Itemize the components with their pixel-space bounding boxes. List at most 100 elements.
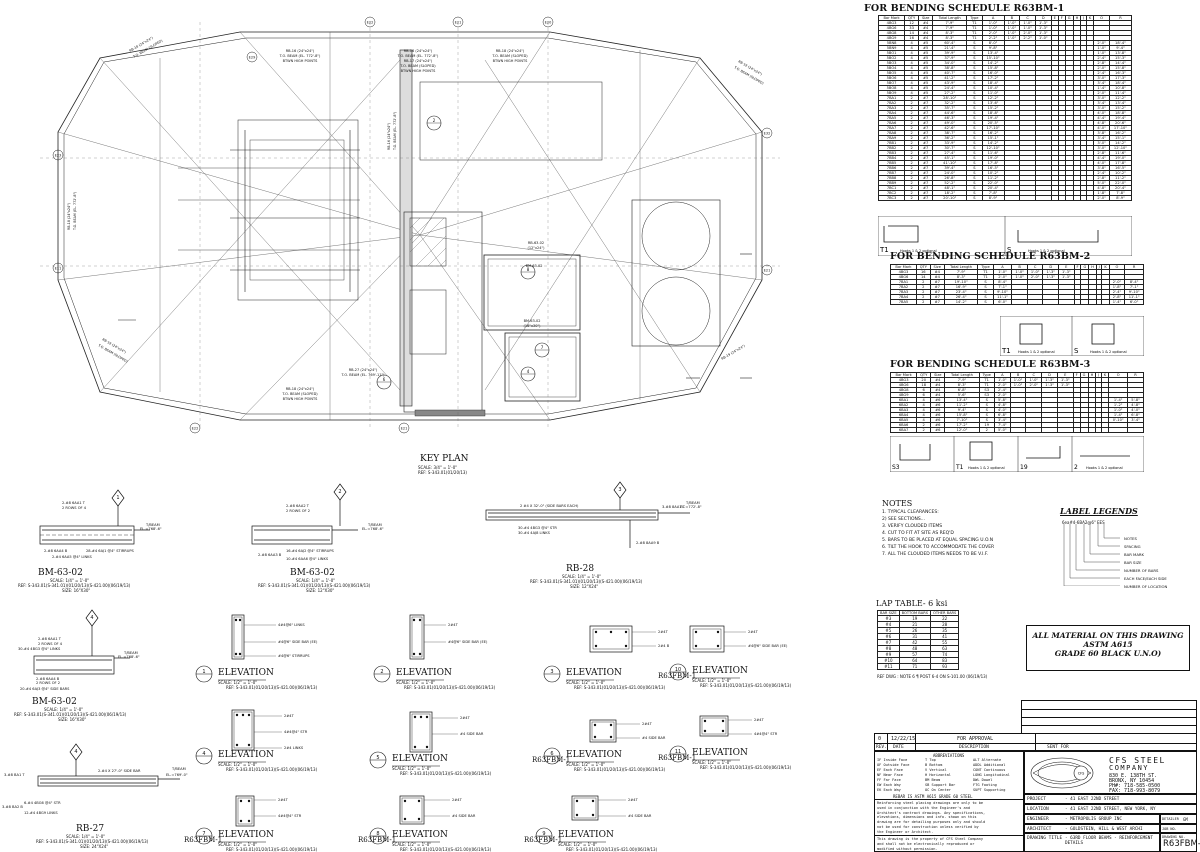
abbrev-cell: SB Support Bar <box>925 783 956 787</box>
schedule-cell <box>1041 427 1058 433</box>
elevation-title: ELEVATION <box>218 750 274 760</box>
svg-text:(16"x30"): (16"x30") <box>524 324 542 328</box>
abbrev-cell: V Vertical <box>925 768 947 772</box>
key-plan-title: KEY PLAN <box>420 454 469 464</box>
svg-text:7: 7 <box>541 345 544 350</box>
grid-bubble <box>452 16 464 28</box>
svg-text:2-#8 6AA1 T: 2-#8 6AA1 T <box>38 637 62 641</box>
elevation-sheet: R63FBM-1 <box>358 836 397 844</box>
detailer-cell: DETAILER GM <box>1160 814 1197 824</box>
schedule-cell <box>1072 427 1081 433</box>
grid-bubble <box>52 149 64 161</box>
svg-text:2 #4 X 32'-0" (SIDE BARS EACH): 2 #4 X 32'-0" (SIDE BARS EACH) <box>520 504 579 508</box>
schedule-cell: 6'-0" <box>992 299 1013 305</box>
section-view <box>409 711 433 753</box>
schedule-cell: 20'-10" <box>932 195 968 201</box>
shape-note: Hooks 1 & 2 optional <box>900 249 937 253</box>
svg-text:2#4T: 2#4T <box>754 718 765 722</box>
svg-text:2-#4 6AA5 @4" LINKS: 2-#4 6AA5 @4" LINKS <box>52 555 93 559</box>
svg-text:12-#4 4BG9 LINKS: 12-#4 4BG9 LINKS <box>24 811 58 815</box>
svg-text:4#4@4" STR: 4#4@4" STR <box>754 732 778 736</box>
svg-text:3: 3 <box>550 669 553 675</box>
elevation-scale: SCALE: 1/2" = 1'-0" <box>392 842 432 847</box>
abbrev-cell: ALT Alternate <box>973 758 1002 762</box>
svg-text:20-#4 6AJ3 @4" SIDE BARS: 20-#4 6AJ3 @4" SIDE BARS <box>20 687 70 691</box>
job-no-cell: JOB NO. <box>1160 824 1197 833</box>
svg-text:4: 4 <box>527 369 530 374</box>
svg-text:#4@6" SIDE BAR (EE): #4@6" SIDE BAR (EE) <box>448 640 488 644</box>
note-item: 6. TILT THE HOOK TO ACCOMMODATE THE COVE… <box>882 545 995 550</box>
svg-text:1: 1 <box>116 495 119 501</box>
svg-text:EL.=768'-6": EL.=768'-6" <box>140 527 162 531</box>
svg-text:8: 8 <box>527 267 530 272</box>
abbrev-cell: FF Far Face <box>877 778 901 782</box>
title-field-value: - GOLDSTEIN, HILL & WEST ARCHI <box>1065 827 1143 832</box>
svg-text:RB-27 (24"x24"): RB-27 (24"x24") <box>349 368 378 372</box>
svg-text:T.O. BEAM (EL. 772'-8"): T.O. BEAM (EL. 772'-8") <box>73 192 77 231</box>
svg-text:2: 2 <box>380 669 383 675</box>
abbrev-cell: B Bottom <box>925 763 943 767</box>
detail-size: SIZE: 12"X30" <box>306 588 335 593</box>
schedule-cell <box>1050 195 1059 201</box>
shape-s-icon <box>1091 323 1115 345</box>
svg-text:EL.=772'-8": EL.=772'-8" <box>680 505 702 509</box>
schedule-cell <box>1058 299 1075 305</box>
svg-text:T/BEAM: T/BEAM <box>123 651 138 655</box>
schedule-cell <box>1072 195 1082 201</box>
grid-label: E20 <box>545 20 552 24</box>
note-item: 7. ALL THE CLOUDED ITEMS NEEDS TO BE V.I… <box>882 552 989 557</box>
svg-text:BTWN HIGH POINTS: BTWN HIGH POINTS <box>493 59 529 63</box>
disclaimer-line: drawing are for detailing purposes only … <box>877 820 986 825</box>
svg-text:3: 3 <box>618 487 621 493</box>
disclaimer-line: Reinforcing steel placing drawings are o… <box>877 801 984 805</box>
svg-text:2#4T: 2#4T <box>448 623 459 627</box>
svg-text:RB-19 (24"x24"): RB-19 (24"x24") <box>721 344 746 361</box>
svg-text:T/BEAM: T/BEAM <box>171 767 186 771</box>
legend-item: NUMBER OF LOCATION <box>1124 584 1168 589</box>
svg-text:RB-63-02: RB-63-02 <box>528 241 544 245</box>
lap-table-ref: REF DWG : NOTE 6 ¶ POST 6-4 ON S-101.00 … <box>877 674 988 679</box>
legend-title: LABEL LEGENDS <box>1060 506 1138 516</box>
title-field-value: - 63RD FLOOR BEAMS - REINFORCEMENT DETAI… <box>1065 836 1153 846</box>
elevation-title: ELEVATION <box>566 750 622 760</box>
title-field-label: ARCHITECT <box>1027 827 1052 832</box>
svg-text:#4 SIDE BAR: #4 SIDE BAR <box>460 732 484 736</box>
note-item: 2) SEE SECTIONS... <box>882 517 925 522</box>
section-view <box>231 614 245 660</box>
elevation-scale: SCALE: 1/2" = 1'-0" <box>566 680 606 685</box>
shape-note: Hooks 1 & 2 optional <box>1028 249 1065 253</box>
svg-text:2-#8 8AA9 B: 2-#8 8AA9 B <box>636 541 660 545</box>
schedule-cell: #6 <box>930 427 946 433</box>
shape-code: S <box>1007 246 1012 254</box>
rev-header: REV. <box>876 745 887 750</box>
material-box: ALL MATERIAL ON THIS DRAWING ASTM A615 G… <box>1026 625 1190 671</box>
schedule-cell <box>1127 427 1144 433</box>
elevation-scale: SCALE: 1/2" = 1'-0" <box>558 842 598 847</box>
schedule-cell <box>1057 195 1066 201</box>
elevation-scale: SCALE: 1/2" = 1'-0" <box>218 680 258 685</box>
detail-ref: REF: S-343.01(S-341.01)(01/20/13)(S-421.… <box>530 579 643 584</box>
svg-text:4: 4 <box>74 749 77 755</box>
legend-item: NUMBER OF BARS <box>1124 568 1159 573</box>
legend-leaders <box>1063 524 1120 586</box>
svg-text:2 ROWS OF 2: 2 ROWS OF 2 <box>286 509 310 513</box>
svg-text:RB-16 (24"x24"): RB-16 (24"x24") <box>404 49 433 53</box>
svg-text:30-#4 4AJ8 LINKS: 30-#4 4AJ8 LINKS <box>518 531 551 535</box>
schedule-cell <box>1085 195 1095 201</box>
schedule-2-title: FOR BENDING SCHEDULE R63BM-2 <box>890 251 1091 262</box>
elevation-ref: REF: S-343.01(01/20/13)(S-421.00)(06/19/… <box>700 683 792 688</box>
abbrev-cell: NF Near Face <box>877 773 903 777</box>
schedule-cell <box>1025 427 1043 433</box>
property-line: This drawing is the property of CFS Stee… <box>877 837 984 841</box>
schedule-cell <box>1073 299 1082 305</box>
grid-bubble <box>761 127 773 139</box>
schedule-1-title: FOR BENDING SCHEDULE R63BM-1 <box>864 3 1065 14</box>
elevation-title: ELEVATION <box>218 830 274 840</box>
svg-text:RB-16 (24"x24"): RB-16 (24"x24") <box>286 49 315 53</box>
grid-label: E22 <box>192 426 199 430</box>
